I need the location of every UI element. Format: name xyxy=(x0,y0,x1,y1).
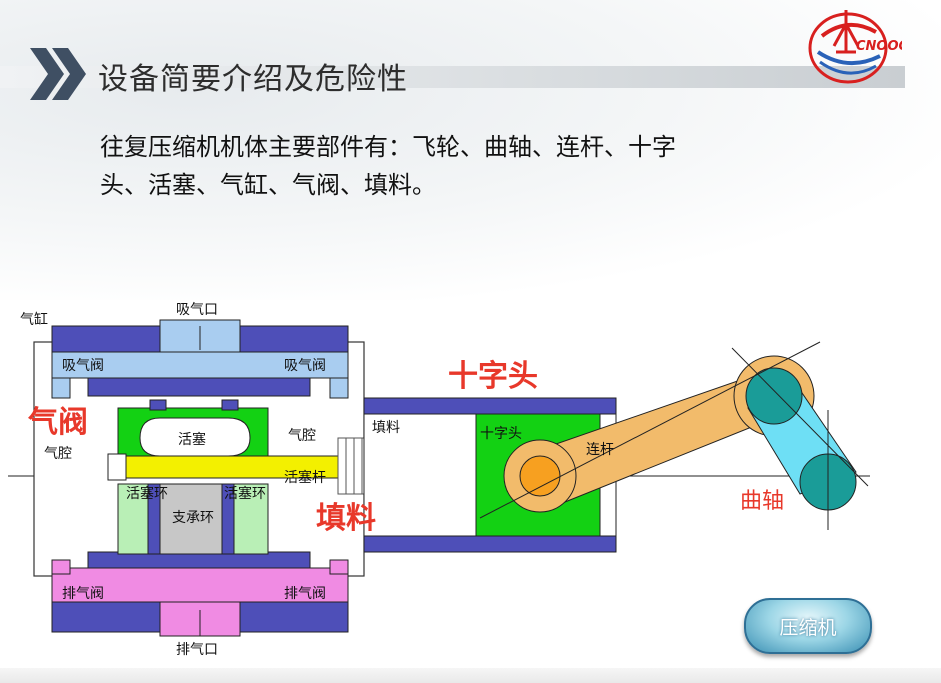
cnooc-logo-icon: CNOOC xyxy=(808,10,902,84)
piston-ring-right-block xyxy=(233,483,269,555)
label-piston-ring-left: 活塞环 xyxy=(126,485,168,502)
label-crankshaft: 曲轴 xyxy=(740,489,784,514)
intro-line-1: 往复压缩机机体主要部件有：飞轮、曲轴、连杆、十字 xyxy=(100,133,676,161)
compressor-nav-button-label: 压缩机 xyxy=(779,616,837,639)
conrod-center-line xyxy=(479,341,821,519)
suction-valve-chamber xyxy=(51,351,349,379)
label-crosshead-big: 十字头 xyxy=(448,359,538,394)
piston-top-pad-right xyxy=(221,399,239,411)
label-discharge-valve-left: 排气阀 xyxy=(62,586,104,602)
crank-line-1 xyxy=(731,347,869,487)
page-title: 设备简要介绍及危险性 xyxy=(98,62,408,97)
piston-rod-nut xyxy=(107,453,127,481)
bottom-strip xyxy=(0,668,941,683)
crosshead-guide-bottom xyxy=(363,535,617,553)
packing-ring-2 xyxy=(345,437,355,495)
svg-text:CNOOC: CNOOC xyxy=(856,39,902,54)
compressor-nav-button[interactable]: 压缩机 xyxy=(744,598,872,654)
label-crosshead-small: 十字头 xyxy=(480,426,522,442)
label-piston-ring-right: 活塞环 xyxy=(224,485,266,502)
label-discharge-port: 排气口 xyxy=(176,642,218,658)
label-packing-small: 填料 xyxy=(372,420,400,436)
label-piston: 活塞 xyxy=(178,431,206,448)
label-suction-valve-left: 吸气阀 xyxy=(62,358,104,374)
label-piston-rod: 活塞杆 xyxy=(284,469,326,486)
cylinder-liner-top xyxy=(87,377,311,397)
piston-top-pad-left xyxy=(149,399,167,411)
header-band xyxy=(0,66,905,88)
compressor-diagram: 气缸 吸气口 吸气阀 吸气阀 气阀 气腔 气腔 活塞 活塞杆 活塞环 活塞环 支… xyxy=(8,302,870,658)
label-suction-valve-right: 吸气阀 xyxy=(284,358,326,374)
label-cylinder: 气缸 xyxy=(20,311,48,328)
label-conrod: 连杆 xyxy=(586,442,614,458)
label-support-ring: 支承环 xyxy=(172,510,214,526)
cylinder-liner-bottom xyxy=(87,551,311,571)
label-cavity-left: 气腔 xyxy=(44,446,72,462)
crosshead-pin xyxy=(519,455,561,497)
discharge-valve-left-box xyxy=(51,559,71,575)
label-cavity-right: 气腔 xyxy=(288,428,316,444)
piston-hollow xyxy=(139,417,251,457)
world-map-background xyxy=(0,0,941,300)
chevron-double-right-icon xyxy=(30,48,86,100)
suction-valve-right-box xyxy=(329,377,349,399)
discharge-valve-right-box xyxy=(329,559,349,575)
label-packing-big: 填料 xyxy=(316,501,376,536)
intro-text: 往复压缩机机体主要部件有：飞轮、曲轴、连杆、十字 头、活塞、气缸、气阀、填料。 xyxy=(100,128,860,204)
intro-line-2: 头、活塞、气缸、气阀、填料。 xyxy=(100,171,436,199)
label-valve-big: 气阀 xyxy=(28,405,88,440)
crank-pin xyxy=(745,367,803,425)
piston-ring-left-block xyxy=(117,483,149,555)
suction-valve-left-box xyxy=(51,377,71,399)
packing-ring-1 xyxy=(337,437,347,495)
label-discharge-valve-right: 排气阀 xyxy=(284,586,326,602)
packing-ring-3 xyxy=(353,437,363,495)
label-suction-port: 吸气口 xyxy=(176,302,218,318)
crosshead-guide-top xyxy=(363,397,617,415)
support-ring-block xyxy=(159,483,223,555)
